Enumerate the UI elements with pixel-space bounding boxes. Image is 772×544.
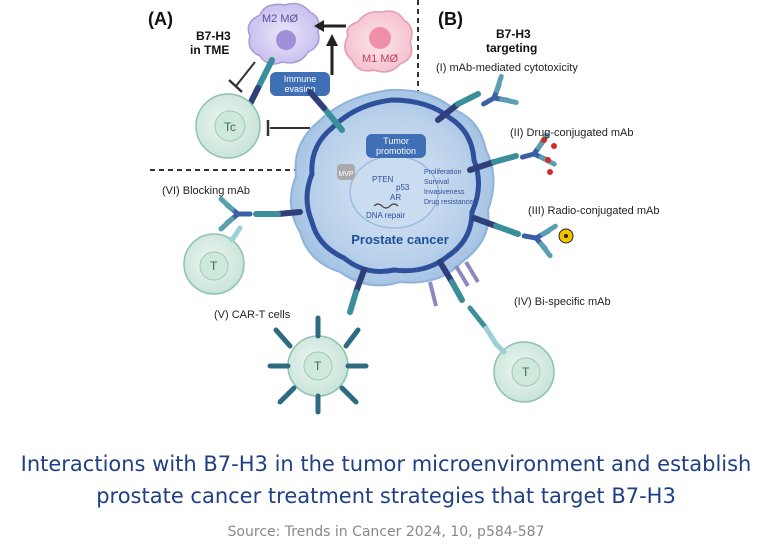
strategy-2: (II) Drug-conjugated mAb: [510, 127, 634, 139]
prostate-cancer-cell: [289, 88, 495, 287]
t-cell-vi: T: [183, 225, 245, 295]
inhibit-bar-m2: [228, 79, 243, 93]
bispecific-antibody: [467, 305, 499, 347]
tc-label: Tc: [224, 120, 236, 134]
receptor-v: [347, 267, 367, 315]
receptor-iii: [471, 215, 521, 237]
source-credit: Source: Trends in Cancer 2024, 10, p584-…: [227, 524, 545, 540]
panel-a-letter: (A): [148, 9, 173, 29]
antibody-vi: [221, 199, 250, 229]
mvp-icon: MVP: [337, 164, 355, 180]
receptor-ii: [467, 153, 519, 173]
effect-2: Survival: [424, 179, 449, 186]
prostate-cancer-label: Prostate cancer: [351, 232, 449, 247]
inhibit-line-m2: [235, 61, 256, 87]
m1-macrophage: M1 MØ: [344, 10, 413, 73]
effect-3: Invasiveness: [424, 189, 465, 196]
m1-label: M1 MØ: [362, 53, 399, 65]
svg-text:T: T: [314, 359, 322, 373]
m2-receptor: [247, 57, 275, 107]
p53-label: p53: [396, 183, 410, 192]
caption-line-2: prostate cancer treatment strategies tha…: [96, 484, 676, 508]
receptor-top-left: [307, 89, 345, 133]
arrow-up-head: [326, 34, 338, 46]
pten-label: PTEN: [372, 175, 394, 184]
svg-text:MVP: MVP: [338, 171, 354, 178]
strategy-3: (III) Radio-conjugated mAb: [528, 205, 659, 217]
b7h3-diagram: (A) B7-H3 in TME (B) B7-H3 targeting M2 …: [148, 0, 659, 415]
immune-evasion-label: Immune evasion: [270, 72, 330, 96]
svg-text:promotion: promotion: [376, 146, 416, 156]
antibody-ii: [519, 135, 555, 171]
panel-b-letter: (B): [438, 9, 463, 29]
effect-4: Drug resistance: [424, 199, 473, 206]
effect-1: Proliferation: [424, 169, 461, 176]
receptor-vi: [253, 209, 303, 217]
svg-text:T: T: [522, 365, 530, 379]
panel-b-title-2: targeting: [486, 41, 537, 55]
tc-cell: Tc: [195, 93, 261, 159]
t-cell-iv: T: [493, 341, 555, 403]
panel-a-title-1: B7-H3: [196, 29, 231, 43]
antibody-iii: [522, 221, 556, 256]
radioactive-icon: [558, 228, 574, 244]
panel-b-title-1: B7-H3: [496, 27, 531, 41]
drug-payload-icon: [541, 137, 557, 175]
dna-icon: [373, 203, 399, 209]
arrow-m1-to-m2-head: [314, 20, 324, 32]
svg-text:T: T: [210, 259, 218, 273]
car-t-cell: T: [267, 315, 369, 415]
caption-line-1: Interactions with B7-H3 in the tumor mic…: [20, 452, 752, 476]
tumor-promotion-label: Tumor promotion: [366, 134, 426, 158]
svg-text:evasion: evasion: [284, 84, 315, 94]
bispecific-decor: [428, 260, 480, 307]
m2-macrophage: M2 MØ: [247, 2, 320, 65]
strategy-6: (VI) Blocking mAb: [162, 185, 250, 197]
ar-label: AR: [390, 193, 401, 202]
receptor-i: [435, 91, 481, 123]
receptor-iv: [437, 259, 465, 303]
panel-a-title-2: in TME: [190, 43, 229, 57]
antibody-i: [476, 77, 516, 117]
svg-text:Tumor: Tumor: [383, 136, 409, 146]
m2-label: M2 MØ: [262, 13, 299, 25]
strategy-5: (V) CAR-T cells: [214, 309, 291, 321]
svg-text:Immune: Immune: [284, 74, 317, 84]
strategy-4: (IV) Bi-specific mAb: [514, 296, 611, 308]
strategy-1: (I) mAb-mediated cytotoxicity: [436, 62, 578, 74]
dna-repair-label: DNA repair: [366, 211, 405, 220]
